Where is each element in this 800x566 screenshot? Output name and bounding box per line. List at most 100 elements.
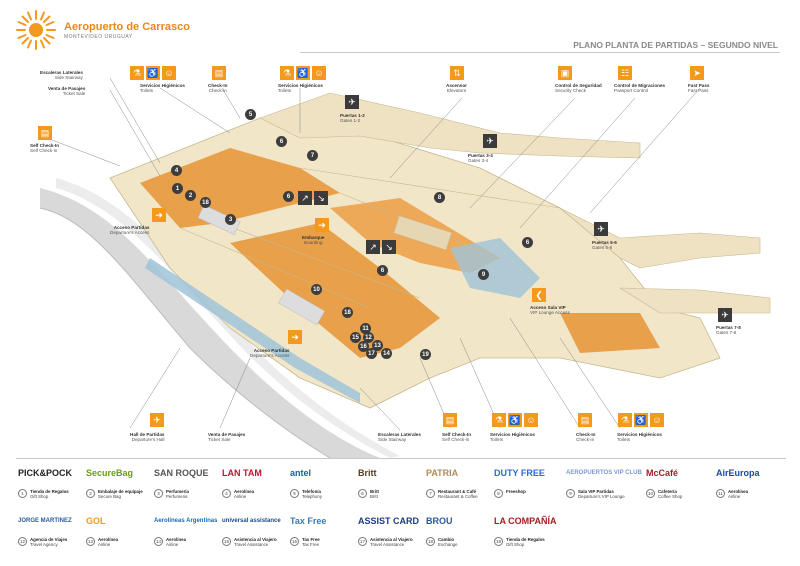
accessible-icon: ♿: [146, 66, 160, 80]
marker-13: 13: [372, 340, 383, 351]
brand-logo: universal assistance: [222, 518, 281, 524]
stairs-icon: ↘: [382, 240, 396, 254]
marker-9: 9: [478, 269, 489, 280]
brand-logo: GOL: [86, 516, 106, 526]
brand-logo: McCafé: [646, 468, 679, 478]
legend-number: 17: [358, 537, 367, 546]
legend-number: 19: [494, 537, 503, 546]
security-icons: ▣: [558, 66, 572, 80]
legend-number: 13: [86, 537, 95, 546]
toilets-icon: ⚗: [130, 66, 144, 80]
baby-change-icon: ☺: [312, 66, 326, 80]
self-checkin-icon: ▤: [443, 413, 457, 427]
gates-7-8-icons: ✈: [718, 308, 732, 322]
legend-number: 9: [566, 489, 575, 498]
baby-change-icon: ☺: [162, 66, 176, 80]
checkin-desk-icon: ▤: [578, 413, 592, 427]
marker-18-b: 18: [342, 307, 353, 318]
vip-lounge: [450, 238, 540, 298]
marker-17: 17: [366, 348, 377, 359]
marker-10: 10: [311, 284, 322, 295]
vip-access-icons: ❮: [532, 288, 546, 302]
self-checkin-icon: ▤: [38, 126, 52, 140]
fast-pass-icons: ➤: [690, 66, 704, 80]
legend-divider: [16, 458, 786, 459]
security-check-icon: ▣: [558, 66, 572, 80]
fast-pass-icon: ➤: [690, 66, 704, 80]
gates-1-2-icons: ✈: [345, 95, 359, 109]
toilets-icons-3: ⚗ ♿ ☺: [492, 413, 538, 427]
pier-southeast: [618, 287, 771, 314]
logo-title: Aeropuerto de Carrasco: [64, 21, 190, 33]
arrow-right-icon: ➜: [288, 330, 302, 344]
stairs-icon: ↘: [314, 191, 328, 205]
departures-access-2-icons: ➜: [288, 330, 302, 344]
legend-number: 10: [646, 489, 655, 498]
header-divider: [300, 52, 780, 53]
counter-block-2: [278, 288, 326, 326]
toilets-icon: ⚗: [280, 66, 294, 80]
floor-plan-drawing: [39, 77, 771, 458]
marker-14: 14: [381, 348, 392, 359]
legend-number: 14: [154, 537, 163, 546]
brand-logo: LAN TAM: [222, 468, 262, 478]
baby-change-icon: ☺: [650, 413, 664, 427]
accessible-icon: ♿: [508, 413, 522, 427]
marker-3: 3: [225, 214, 236, 225]
boarding-icons: ➜: [315, 218, 329, 232]
gates-5-6-icons: ✈: [594, 222, 608, 236]
brand-logo: LA COMPAÑÍA: [494, 516, 557, 526]
airplane-icon: ✈: [345, 95, 359, 109]
approach-road: [40, 188, 380, 458]
airplane-icon: ✈: [483, 134, 497, 148]
legend-number: 8: [494, 489, 503, 498]
legend-number: 3: [154, 489, 163, 498]
security-block: [393, 215, 452, 251]
departures-access-1-icons: ➜: [152, 208, 166, 222]
brand-logo: JORGE MARTINEZ: [18, 518, 72, 524]
legend-number: 12: [18, 537, 27, 546]
brand-logo: Tax Free: [290, 516, 327, 526]
marker-2: 2: [185, 190, 196, 201]
legend-number: 15: [222, 537, 231, 546]
marker-11: 11: [360, 323, 371, 334]
toilets-icons-4: ⚗ ♿ ☺: [618, 413, 664, 427]
legend-number: 1: [18, 489, 27, 498]
toilets-icon: ⚗: [618, 413, 632, 427]
elevator-icon: ⇅: [450, 66, 464, 80]
baby-change-icon: ☺: [524, 413, 538, 427]
marker-6-d: 6: [522, 237, 533, 248]
toilets-icon: ⚗: [492, 413, 506, 427]
pier-north: [259, 92, 641, 159]
legend-number: 11: [716, 489, 725, 498]
marker-16: 16: [358, 341, 369, 352]
marker-1: 1: [172, 183, 183, 194]
self-checkin-bottom-icons: ▤: [443, 413, 457, 427]
elevator-icons: ⇅: [450, 66, 464, 80]
